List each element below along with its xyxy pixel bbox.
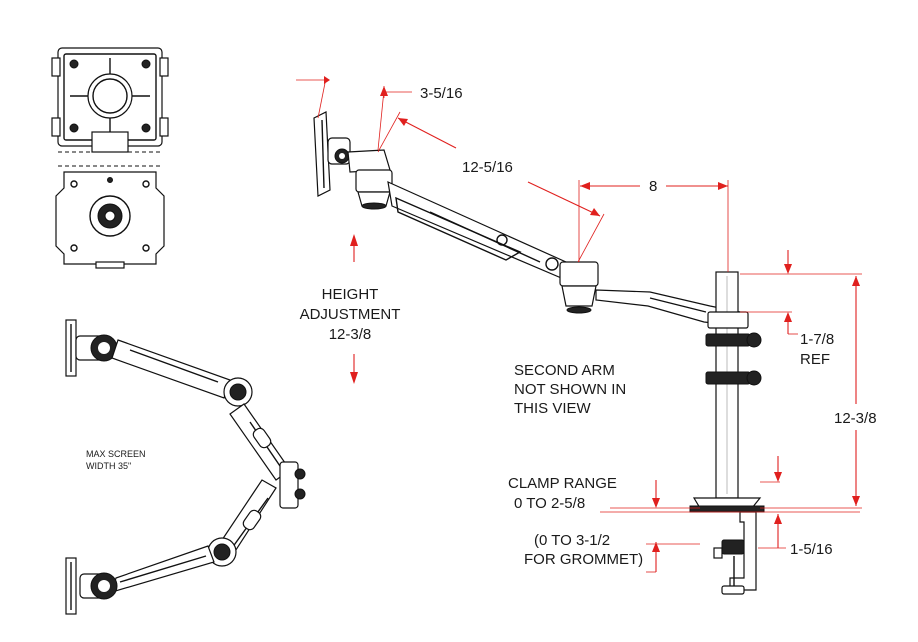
label-clamp-range-line2: 0 TO 2-5/8 bbox=[514, 495, 585, 512]
label-grommet-line2: FOR GROMMET) bbox=[524, 551, 643, 568]
label-base-height: 1-5/16 bbox=[790, 541, 833, 558]
label-ref-word: REF bbox=[800, 351, 830, 368]
label-ref-value: 1-7/8 bbox=[800, 331, 834, 348]
label-reach: 8 bbox=[649, 178, 657, 195]
label-post-height: 12-3/8 bbox=[834, 410, 877, 427]
vesa-plate-rear-view bbox=[55, 165, 165, 269]
dimension-lines bbox=[296, 76, 862, 573]
label-second-arm-line2: NOT SHOWN IN bbox=[514, 381, 626, 398]
label-top-offset: 3-5/16 bbox=[420, 85, 463, 102]
label-height-adjustment-line1: HEIGHT bbox=[322, 286, 379, 303]
label-max-screen-line2: WIDTH 35" bbox=[86, 461, 131, 471]
dual-arm-top-view bbox=[65, 319, 306, 615]
label-height-adjustment-value: 12-3/8 bbox=[329, 326, 372, 343]
label-second-arm-line3: THIS VIEW bbox=[514, 400, 592, 417]
monitor-arm-side-view bbox=[313, 111, 860, 595]
label-arm-length: 12-5/16 bbox=[462, 159, 513, 176]
label-height-adjustment-line2: ADJUSTMENT bbox=[300, 306, 401, 323]
label-grommet-line1: (0 TO 3-1/2 bbox=[534, 532, 610, 549]
label-second-arm-line1: SECOND ARM bbox=[514, 362, 615, 379]
vesa-plate-front-view bbox=[51, 47, 169, 153]
label-max-screen-line1: MAX SCREEN bbox=[86, 449, 146, 459]
label-clamp-range-line1: CLAMP RANGE bbox=[508, 475, 617, 492]
